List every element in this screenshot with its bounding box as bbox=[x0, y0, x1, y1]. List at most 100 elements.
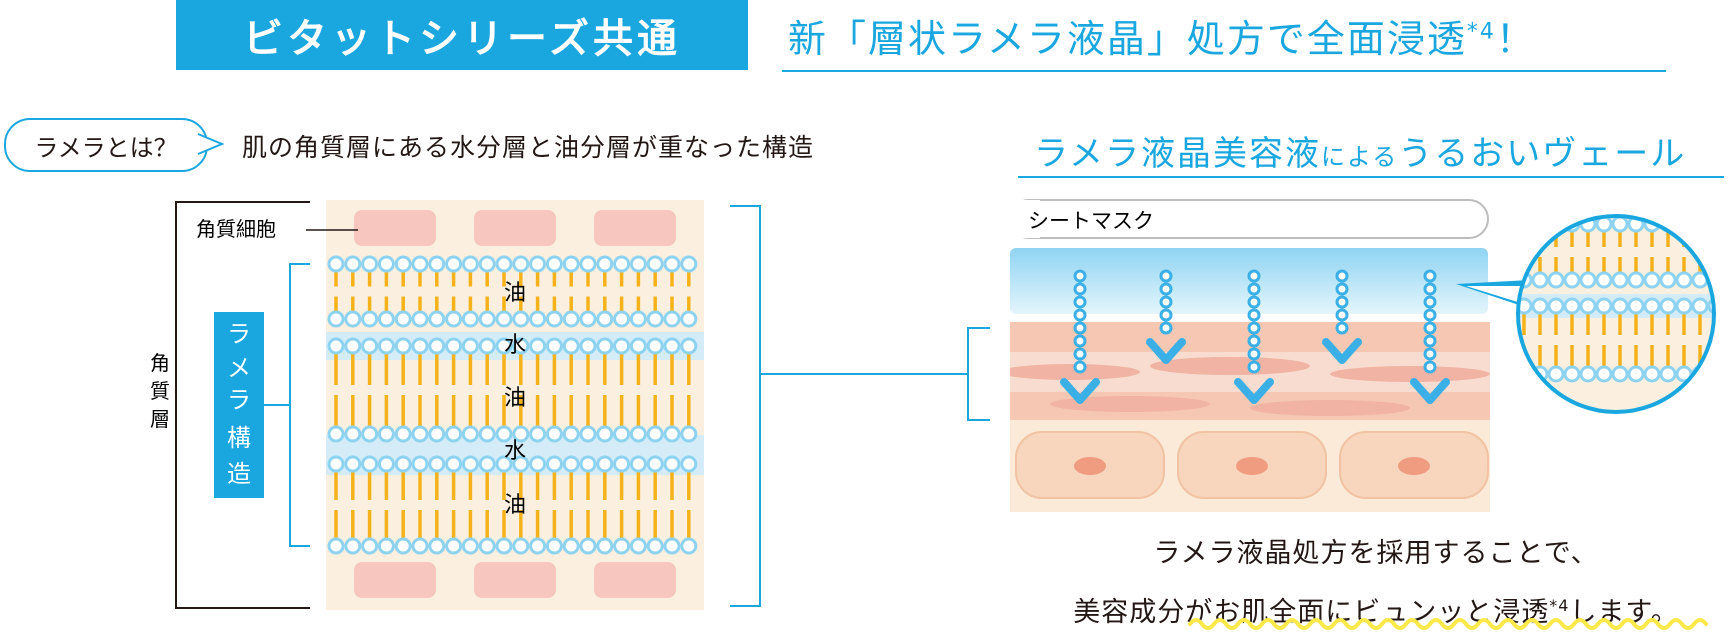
lipid-head bbox=[613, 425, 631, 443]
banner-title: ビタットシリーズ共通 bbox=[243, 16, 681, 62]
lipid-head bbox=[613, 455, 631, 473]
lipid-head bbox=[1707, 216, 1714, 233]
lipid-head bbox=[1675, 297, 1693, 315]
lipid-head bbox=[327, 425, 345, 443]
stratum-bracket bbox=[175, 201, 310, 609]
lipid-head bbox=[512, 255, 530, 273]
skin-illustration: シートマスク bbox=[1010, 199, 1716, 512]
stratum-label-3: 層 bbox=[150, 407, 170, 431]
lipid-head bbox=[377, 425, 395, 443]
drop-dot bbox=[1073, 269, 1087, 283]
definition-bubble: ラメラとは？ bbox=[4, 118, 208, 172]
lipid-head bbox=[579, 425, 597, 443]
drop-dot bbox=[1159, 269, 1173, 283]
lipid-head bbox=[428, 537, 446, 555]
lipid-head bbox=[1531, 216, 1549, 233]
lipid-head bbox=[646, 337, 664, 355]
lipid-head bbox=[327, 337, 345, 355]
lipid-head bbox=[361, 537, 379, 555]
lipid-head bbox=[545, 337, 563, 355]
cell-nuclei bbox=[1074, 457, 1430, 475]
right-bracket bbox=[730, 205, 761, 607]
lamella-diagram: 角 質 層 角質細胞 ラ メ ラ 構 造 油 水 油 水 油 bbox=[150, 200, 990, 610]
lipid-head bbox=[495, 425, 513, 443]
lipid-head bbox=[1547, 271, 1565, 289]
lipid-head bbox=[394, 337, 412, 355]
skin-bracket bbox=[967, 327, 990, 421]
lipid-head bbox=[613, 537, 631, 555]
lipid-head bbox=[579, 455, 597, 473]
lipid-head bbox=[445, 537, 463, 555]
lipid-head bbox=[327, 455, 345, 473]
lipid-head bbox=[411, 337, 429, 355]
title-small: による bbox=[1320, 143, 1399, 171]
lipid-head bbox=[529, 425, 547, 443]
lipid-head bbox=[1547, 365, 1565, 383]
lipid-head bbox=[428, 255, 446, 273]
lipid-head bbox=[495, 337, 513, 355]
lipid-head bbox=[361, 425, 379, 443]
lipid-head bbox=[411, 537, 429, 555]
lipid-head bbox=[394, 425, 412, 443]
lipid-head bbox=[1627, 271, 1645, 289]
lipid-head bbox=[562, 310, 580, 328]
drop-dot bbox=[1423, 295, 1437, 309]
lipid-head bbox=[327, 310, 345, 328]
arrow-head-icon bbox=[1060, 378, 1100, 404]
lipid-head bbox=[1627, 365, 1645, 383]
lamella-label: ラ メ ラ 構 造 bbox=[227, 320, 251, 488]
lipid-head bbox=[1563, 297, 1581, 315]
lipid-head bbox=[495, 455, 513, 473]
drop-dot bbox=[1423, 282, 1437, 296]
arrow-head-icon bbox=[1234, 378, 1274, 404]
definition-text: 肌の角質層にある水分層と油分層が重なった構造 bbox=[242, 133, 815, 162]
lipid-head bbox=[596, 455, 614, 473]
lipid-head bbox=[562, 537, 580, 555]
arrow-head-icon bbox=[1322, 338, 1362, 364]
lipid-head bbox=[596, 310, 614, 328]
drop-dot bbox=[1159, 308, 1173, 322]
lipid-head bbox=[495, 310, 513, 328]
drop-dot bbox=[1073, 308, 1087, 322]
lipid-head bbox=[377, 255, 395, 273]
lipid-head bbox=[344, 425, 362, 443]
lipid-head bbox=[512, 310, 530, 328]
lipid-head bbox=[579, 310, 597, 328]
layer-label-water: 水 bbox=[504, 333, 526, 358]
lipid-head bbox=[613, 255, 631, 273]
lipid-head bbox=[445, 310, 463, 328]
arrow-head-icon bbox=[1146, 338, 1186, 364]
arrow-head-icon bbox=[1410, 378, 1450, 404]
lipid-head bbox=[562, 255, 580, 273]
drop-dot bbox=[1335, 269, 1349, 283]
lipid-head bbox=[1547, 297, 1565, 315]
drop-dot bbox=[1073, 360, 1087, 374]
lipid-head bbox=[394, 455, 412, 473]
lipid-head bbox=[1579, 297, 1597, 315]
drop-dot bbox=[1247, 360, 1261, 374]
headline: 新「層状ラメラ液晶」処方で全面浸透*4！ bbox=[788, 8, 1536, 63]
drop-dot bbox=[1073, 347, 1087, 361]
drop-dot bbox=[1423, 321, 1437, 335]
lipid-head bbox=[428, 425, 446, 443]
caption-line-1: ラメラ液晶処方を採用することで、 bbox=[1153, 538, 1599, 569]
lipid-head bbox=[394, 537, 412, 555]
lipid-head bbox=[428, 310, 446, 328]
lipid-head bbox=[1659, 297, 1677, 315]
layer-label-oil: 油 bbox=[504, 281, 526, 306]
lipid-head bbox=[680, 455, 698, 473]
sheet-mask-edge bbox=[1010, 200, 1040, 238]
drop-dot bbox=[1073, 334, 1087, 348]
lipid-head bbox=[596, 537, 614, 555]
lipid-head bbox=[1643, 365, 1661, 383]
lipid-head bbox=[579, 537, 597, 555]
lipid-head bbox=[680, 425, 698, 443]
lipid-head bbox=[361, 310, 379, 328]
drop-dot bbox=[1423, 269, 1437, 283]
drop-dot bbox=[1073, 282, 1087, 296]
lipid-head bbox=[562, 337, 580, 355]
lipid-head bbox=[663, 337, 681, 355]
lipid-head bbox=[394, 310, 412, 328]
lipid-head bbox=[1563, 365, 1581, 383]
lipid-head bbox=[461, 337, 479, 355]
